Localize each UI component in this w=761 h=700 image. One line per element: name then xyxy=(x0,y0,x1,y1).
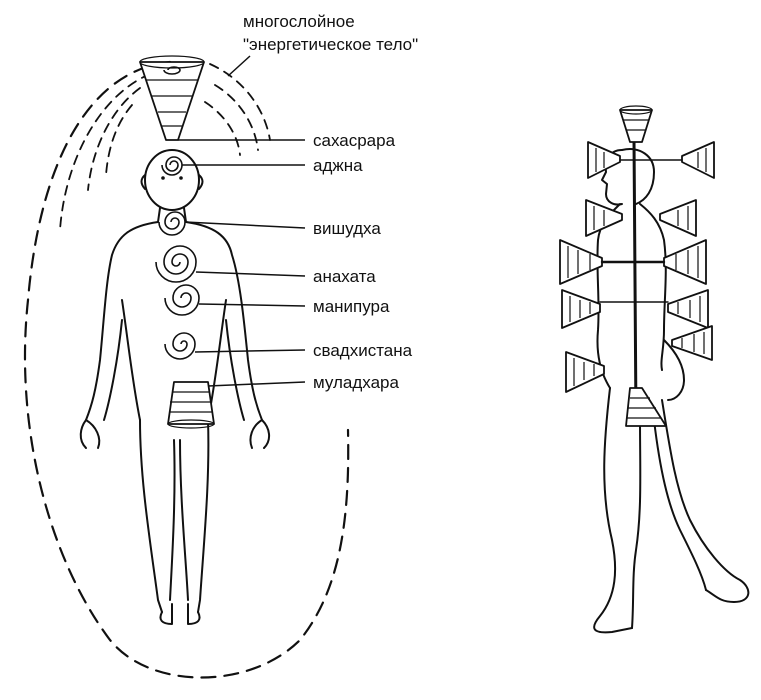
sahasrara-cone xyxy=(139,55,205,141)
title-leader-line xyxy=(227,55,251,77)
title-line-2: "энергетическое тело" xyxy=(243,35,418,54)
chakra-spiral-svadhisthana xyxy=(164,332,196,360)
side-cones-level-1 xyxy=(587,141,715,179)
leader-vishuddha xyxy=(184,221,306,229)
label-sahasrara: сахасрара xyxy=(313,131,396,150)
side-cones-level-4 xyxy=(561,289,709,329)
chakra-spiral-manipura xyxy=(164,284,200,316)
leader-manipura xyxy=(198,303,306,307)
side-cones-level-2 xyxy=(585,199,697,237)
chakra-spiral-anahata xyxy=(155,245,197,283)
central-channel xyxy=(632,138,638,422)
label-anahata: анахата xyxy=(313,267,376,286)
energy-body-aura xyxy=(23,60,350,679)
leader-anahata xyxy=(195,271,306,277)
side-base-cone xyxy=(625,387,667,427)
label-manipura: манипура xyxy=(313,297,390,316)
chakra-spiral-ajna xyxy=(161,156,183,176)
leader-svadhisthana xyxy=(194,349,306,353)
label-ajna: аджна xyxy=(313,156,363,175)
chakra-labels: сахасрара аджна вишудха анахата манипура… xyxy=(178,131,413,392)
label-muladhara: муладхара xyxy=(313,373,400,392)
side-crown-cone xyxy=(619,105,653,143)
label-vishuddha: вишудха xyxy=(313,219,381,238)
side-cones-level-3 xyxy=(559,239,707,285)
title-line-1: многослойное xyxy=(243,12,355,31)
front-figure xyxy=(79,149,270,625)
leader-muladhara xyxy=(207,381,306,387)
chakra-spiral-vishuddha xyxy=(158,211,186,236)
side-cones-level-5 xyxy=(565,325,713,393)
muladhara-cone xyxy=(167,381,215,429)
label-svadhisthana: свадхистана xyxy=(313,341,413,360)
